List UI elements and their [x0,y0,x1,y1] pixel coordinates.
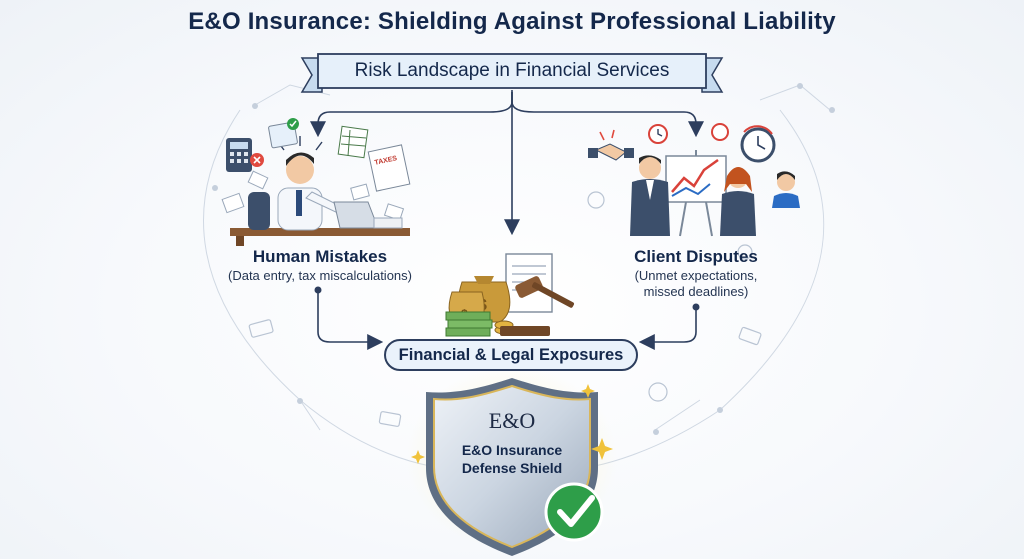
taxes-label: TAXES [374,155,398,167]
client-disputes-illustration [588,123,800,237]
shield-text-line1: E&O Insurance [461,442,563,458]
client-disputes-subtitle-1: (Unmet expectations, [634,268,758,283]
financial-legal-exposures: Financial & Legal Exposures [384,339,638,371]
human-mistakes-title: Human Mistakes [252,247,388,266]
human-mistakes-subtitle: (Data entry, tax miscalculations) [228,268,412,283]
client-disputes-title: Client Disputes [634,247,758,266]
connector-dot [692,303,700,311]
connector-dot [314,286,322,294]
banner-label: Risk Landscape in Financial Services [354,60,670,81]
shield-text-line2: Defense Shield [461,460,563,476]
client-disputes-subtitle-2: missed deadlines) [643,284,749,299]
flow-arrows [310,90,704,350]
human-mistakes-illustration: TAXES [221,118,411,246]
defense-shield [407,366,617,556]
page-title: E&O Insurance: Shielding Against Profess… [188,8,836,35]
shield-logo: E&O [488,408,536,433]
background-money-icons [248,191,762,427]
exposures-illustration: $ $ [445,253,575,337]
background-dots [212,83,835,435]
risk-landscape-banner: Risk Landscape in Financial Services [318,54,706,88]
banner-ribbon [300,53,724,93]
